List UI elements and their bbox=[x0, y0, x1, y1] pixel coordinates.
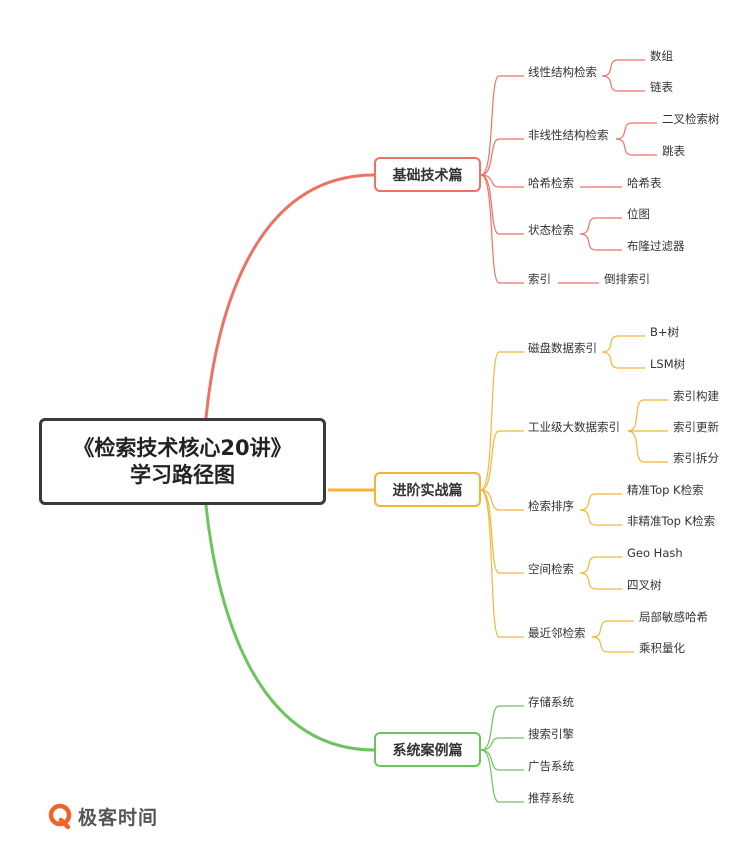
link-nonlinear-leaf-0 bbox=[615, 122, 657, 140]
link-advanced-topic-2 bbox=[480, 489, 524, 511]
topic-search-ranking: 检索排序 bbox=[528, 499, 574, 513]
topic-search-engine: 搜索引擎 bbox=[528, 727, 574, 741]
link-advanced-topic-3 bbox=[480, 489, 524, 574]
topic-recommendation-system: 推荐系统 bbox=[528, 791, 574, 805]
link-nn-leaf-1 bbox=[591, 636, 634, 653]
link-root-cases bbox=[204, 504, 375, 752]
link-ranking-leaf-0 bbox=[579, 493, 622, 511]
link-cases-topic-1 bbox=[480, 737, 524, 751]
topic-state-search: 状态检索 bbox=[528, 223, 574, 237]
leaf-skip-list: 跳表 bbox=[662, 144, 685, 158]
link-industrial-leaf-2 bbox=[627, 430, 668, 463]
link-ranking-leaf-1 bbox=[579, 509, 622, 526]
link-nonlinear-leaf-1 bbox=[615, 138, 657, 156]
link-cases-topic-2 bbox=[480, 749, 524, 771]
leaf-lsm-tree: LSM树 bbox=[650, 357, 686, 371]
branch-basic-techniques: 基础技术篇 bbox=[374, 157, 481, 192]
link-basic-topic-1 bbox=[480, 138, 524, 176]
leaf-hash-table: 哈希表 bbox=[627, 176, 662, 190]
link-linear-leaf-1 bbox=[601, 75, 645, 92]
link-basic-topic-0 bbox=[480, 75, 524, 176]
topic-spatial-search: 空间检索 bbox=[528, 562, 574, 576]
root-subtitle: 学习路径图 bbox=[130, 462, 235, 487]
leaf-product-quantization: 乘积量化 bbox=[639, 641, 685, 655]
link-basic-topic-2 bbox=[480, 174, 524, 188]
leaf-approx-top-k: 非精准Top K检索 bbox=[627, 514, 716, 528]
leaf-quadtree: 四叉树 bbox=[627, 578, 662, 592]
root-title: 《检索技术核心20讲》 bbox=[73, 435, 292, 460]
branch-advanced-practice: 进阶实战篇 bbox=[374, 472, 481, 507]
branch-system-cases: 系统案例篇 bbox=[374, 732, 481, 767]
link-cases-topic-0 bbox=[480, 705, 524, 751]
leaf-index-update: 索引更新 bbox=[673, 420, 719, 434]
link-nn-leaf-0 bbox=[591, 620, 634, 638]
link-linear-leaf-0 bbox=[601, 59, 645, 77]
root-node: 《检索技术核心20讲》 学习路径图 bbox=[39, 418, 326, 505]
topic-ad-system: 广告系统 bbox=[528, 759, 574, 773]
link-root-basic bbox=[204, 173, 375, 419]
leaf-binary-search-tree: 二叉检索树 bbox=[662, 112, 720, 126]
leaf-array: 数组 bbox=[650, 49, 673, 63]
geek-time-logo-icon bbox=[48, 803, 72, 829]
topic-nonlinear-search: 非线性结构检索 bbox=[528, 128, 609, 142]
link-state-leaf-1 bbox=[579, 233, 622, 251]
link-disk-leaf-0 bbox=[601, 335, 645, 353]
leaf-geo-hash: Geo Hash bbox=[627, 546, 683, 560]
link-basic-topic-3 bbox=[480, 174, 524, 235]
link-industrial-leaf-0 bbox=[627, 399, 668, 432]
leaf-linked-list: 链表 bbox=[650, 80, 673, 94]
topic-storage-system: 存储系统 bbox=[528, 695, 574, 709]
link-cases-topic-3 bbox=[480, 749, 524, 803]
leaf-inverted-index: 倒排索引 bbox=[604, 272, 650, 286]
topic-disk-index: 磁盘数据索引 bbox=[528, 341, 597, 355]
leaf-bloom-filter: 布隆过滤器 bbox=[627, 239, 685, 253]
brand-name: 极客时间 bbox=[78, 806, 159, 829]
topic-linear-search: 线性结构检索 bbox=[528, 65, 597, 79]
link-state-leaf-0 bbox=[579, 217, 622, 235]
link-advanced-topic-4 bbox=[480, 489, 524, 638]
leaf-bitmap: 位图 bbox=[627, 207, 650, 221]
leaf-exact-top-k: 精准Top K检索 bbox=[627, 483, 704, 497]
link-advanced-topic-0 bbox=[480, 351, 524, 491]
link-disk-leaf-1 bbox=[601, 351, 645, 369]
brand-logo: 极客时间 bbox=[48, 801, 158, 831]
leaf-index-split: 索引拆分 bbox=[673, 451, 719, 465]
topic-industrial-big-data-index: 工业级大数据索引 bbox=[528, 420, 620, 434]
leaf-lsh: 局部敏感哈希 bbox=[639, 610, 708, 624]
link-spatial-leaf-1 bbox=[579, 572, 622, 590]
link-spatial-leaf-0 bbox=[579, 556, 622, 574]
link-basic-topic-4 bbox=[480, 174, 524, 284]
leaf-b-plus-tree: B+树 bbox=[650, 325, 680, 339]
topic-hash-search: 哈希检索 bbox=[528, 176, 574, 190]
topic-nearest-neighbor-search: 最近邻检索 bbox=[528, 626, 586, 640]
topic-index: 索引 bbox=[528, 272, 551, 286]
link-advanced-topic-1 bbox=[480, 430, 524, 491]
leaf-index-build: 索引构建 bbox=[673, 389, 719, 403]
